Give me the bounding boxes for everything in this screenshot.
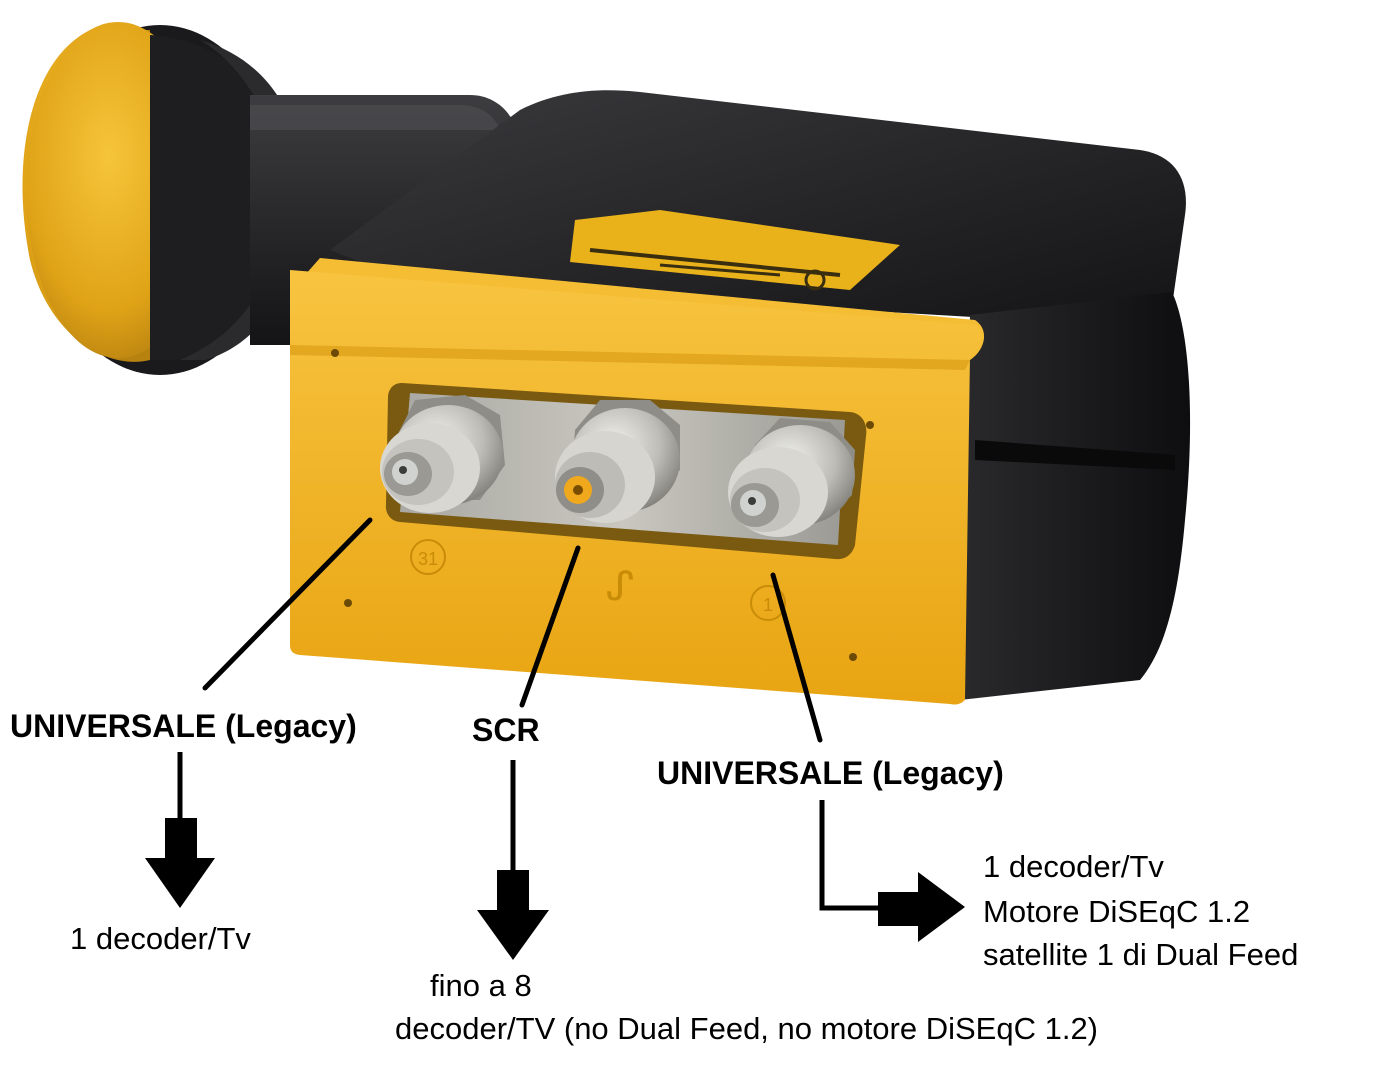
- callout-lines: [202, 517, 823, 743]
- output-scr-line2: decoder/TV (no Dual Feed, no motore DiSE…: [395, 1011, 1099, 1046]
- output-right-line1: 1 decoder/Tv: [983, 849, 1164, 884]
- lnb-body: [330, 90, 1191, 700]
- label-scr: SCR: [472, 712, 540, 748]
- label-universale-left: UNIVERSALE (Legacy): [10, 708, 357, 744]
- arrow-down-scr: [477, 760, 549, 960]
- arrow-right: [819, 800, 965, 942]
- port-number-right-emboss: [750, 585, 786, 621]
- feed-horn: [22, 22, 305, 375]
- brand-logo: ᔑ: [606, 565, 634, 609]
- label-universale-right: UNIVERSALE (Legacy): [657, 755, 1004, 791]
- output-right-line3: satellite 1 di Dual Feed: [983, 937, 1299, 972]
- callout-line-scr: [519, 545, 581, 708]
- output-scr-line1: fino a 8: [430, 968, 532, 1003]
- product-sticker: [570, 210, 900, 291]
- f-connector-right: [728, 418, 855, 537]
- output-right-line2: Motore DiSEqC 1.2: [983, 894, 1251, 929]
- arrow-down-left: [145, 752, 215, 908]
- callout-line-right: [770, 572, 823, 743]
- port-number-left-emboss: [410, 539, 446, 575]
- port-number-left: 31: [418, 549, 438, 569]
- callout-line-left: [202, 517, 373, 691]
- output-left: 1 decoder/Tv: [70, 921, 251, 956]
- port-number-right: 1: [763, 595, 773, 615]
- f-connector-scr: [555, 400, 680, 523]
- f-connector-left: [380, 395, 505, 513]
